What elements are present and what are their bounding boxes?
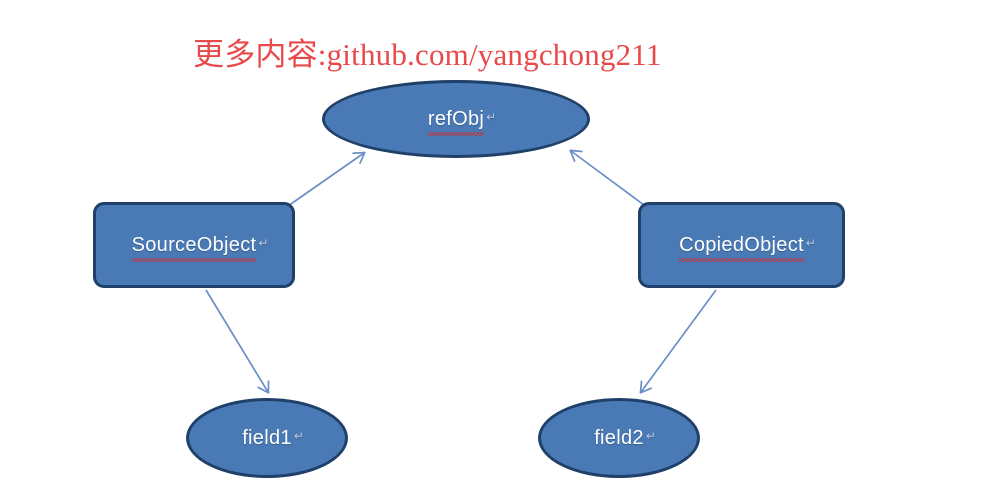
spellcheck-underline-icon <box>427 131 485 136</box>
paragraph-mark-icon: ↵ <box>805 235 817 250</box>
node-copiedobject-label: CopiedObject ↵ <box>679 233 816 262</box>
paragraph-mark-icon: ↵ <box>645 428 657 443</box>
edge-copied-to-refobj <box>569 149 649 209</box>
spellcheck-underline-icon <box>679 257 804 262</box>
node-refobj-text: refObj <box>427 107 485 130</box>
node-copiedobject-text: CopiedObject <box>679 233 804 256</box>
paragraph-mark-icon: ↵ <box>486 109 497 124</box>
node-sourceobject-text: SourceObject <box>131 233 257 256</box>
edge-source-to-field1 <box>205 289 270 394</box>
node-sourceobject-label: SourceObject ↵ <box>131 233 268 262</box>
paragraph-mark-icon: ↵ <box>293 428 305 443</box>
node-field2-text: field2 <box>594 426 644 449</box>
node-field2-label: field2 ↵ <box>594 426 656 450</box>
node-field1-label: field1 ↵ <box>242 426 304 450</box>
node-field1-text: field1 <box>242 426 292 449</box>
node-field2[interactable]: field2 ↵ <box>538 398 700 478</box>
node-refobj-label: refObj ↵ <box>427 107 496 136</box>
paragraph-mark-icon: ↵ <box>258 235 269 250</box>
node-sourceobject[interactable]: SourceObject ↵ <box>93 202 295 288</box>
node-field1[interactable]: field1 ↵ <box>186 398 348 478</box>
spellcheck-underline-icon <box>131 257 257 262</box>
edge-source-to-refobj <box>287 151 366 207</box>
node-refobj[interactable]: refObj ↵ <box>322 80 590 158</box>
watermark-text: 更多内容:github.com/yangchong211 <box>193 37 662 72</box>
node-copiedobject[interactable]: CopiedObject ↵ <box>638 202 845 288</box>
edge-copied-to-field2 <box>639 289 717 394</box>
